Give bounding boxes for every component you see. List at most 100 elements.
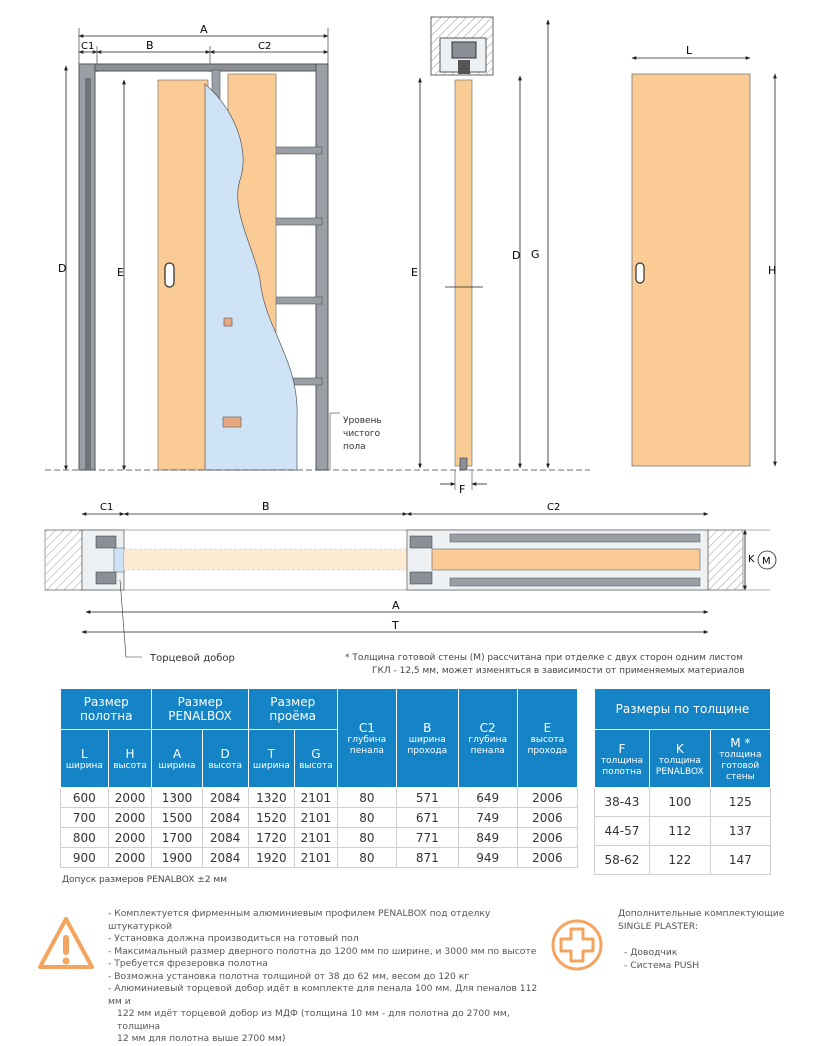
table-cell: 749 (457, 807, 518, 828)
label-h: H (768, 264, 776, 277)
label-c2-plan: C2 (547, 502, 560, 513)
note-item: 122 мм идёт торцевой добор из МДФ (толщи… (117, 1008, 510, 1032)
table-cell: 2084 (201, 827, 249, 848)
table-cell: 2101 (294, 847, 338, 868)
table-cell: 2084 (201, 807, 249, 828)
table-cell: 600 (60, 787, 109, 808)
label-c2: C2 (258, 41, 271, 52)
label-g: G (531, 248, 540, 261)
table-cell: 58-62 (594, 845, 650, 875)
table-cell: 649 (457, 787, 518, 808)
table-cell: 2084 (201, 787, 249, 808)
extras-item: - Доводчик (624, 947, 678, 958)
plan-view: C1 B C2 K M A T Торцевой добор (44, 500, 777, 676)
table-cell: 125 (709, 787, 772, 817)
note-item: 12 мм для полотна выше 2700 мм) (117, 1033, 286, 1044)
table-cell: 949 (457, 847, 518, 868)
extras-title: Дополнительные комплектующие (618, 908, 785, 919)
extras-block: Дополнительные комплектующие SINGLE PLAS… (618, 908, 818, 972)
header-m: M *толщина готовой стены (709, 729, 772, 788)
note-item: - Алюминиевый торцевой добор идёт в комп… (108, 983, 538, 1007)
table-cell: 1720 (247, 827, 296, 848)
table-cell: 671 (395, 807, 459, 828)
tolerance-note: Допуск размеров PENALBOX ±2 мм (62, 875, 227, 885)
label-d-side: D (512, 249, 520, 262)
table-cell: 1320 (247, 787, 296, 808)
table-cell: 2000 (107, 807, 153, 828)
table-cell: 38-43 (594, 787, 650, 817)
penalbox-size-table: Размер полотна Размер PENALBOX Размер пр… (59, 688, 579, 868)
table-cell: 849 (457, 827, 518, 848)
label-c1: C1 (81, 41, 94, 52)
table-cell: 2101 (294, 807, 338, 828)
label-t: T (391, 619, 399, 632)
table-cell: 2006 (516, 807, 579, 828)
table-cell: 571 (395, 787, 459, 808)
label-l: L (686, 44, 693, 57)
note-item: - Максимальный размер дверного полотна д… (108, 945, 537, 957)
table-cell: 1920 (247, 847, 296, 868)
extras-subtitle: SINGLE PLASTER: (618, 920, 698, 932)
table-cell: 80 (336, 827, 397, 848)
table-cell: 122 (648, 845, 711, 875)
warning-icon (38, 917, 94, 969)
note-item: - Требуется фрезеровка полотна (108, 958, 268, 969)
label-k: K (748, 554, 755, 565)
label-c1-plan: C1 (100, 502, 113, 513)
label-m: M (762, 556, 771, 567)
table-cell: 80 (336, 847, 397, 868)
table-cell: 1300 (151, 787, 203, 808)
table-cell: 1520 (247, 807, 296, 828)
header-door-size: Размер полотна (59, 688, 153, 730)
table-cell: 700 (60, 807, 109, 828)
table-cell: 800 (60, 827, 109, 848)
table-cell: 900 (60, 847, 109, 868)
label-a: A (200, 23, 208, 36)
table-cell: 1500 (151, 807, 203, 828)
extras-item: - Система PUSH (624, 959, 700, 971)
table-cell: 1900 (151, 847, 203, 868)
label-d: D (58, 262, 66, 275)
header-opening-size: Размер проёма (247, 688, 338, 730)
front-view: A C1 B C2 D E (45, 23, 590, 471)
label-b-plan: B (262, 500, 270, 513)
label-f: F (459, 483, 465, 496)
table-cell: 771 (395, 827, 459, 848)
label-b: B (146, 39, 154, 52)
end-board-label: Торцевой добор (149, 653, 235, 664)
header-penalbox-size: Размер PENALBOX (151, 688, 249, 730)
table-cell: 112 (648, 816, 711, 846)
note-item: - Возможна установка полотна толщиной от… (108, 970, 470, 982)
table-cell: 2000 (107, 787, 153, 808)
table-cell: 80 (336, 787, 397, 808)
note-item: - Установка должна производиться на гото… (108, 933, 359, 944)
table-cell: 1700 (151, 827, 203, 848)
table-cell: 2101 (294, 787, 338, 808)
table-cell: 2000 (107, 847, 153, 868)
table-cell: 44-57 (594, 816, 650, 846)
installation-notes: - Комплектуется фирменным алюминиевым пр… (108, 908, 538, 1046)
table-cell: 871 (395, 847, 459, 868)
table-cell: 147 (709, 845, 772, 875)
label-e-front: E (117, 266, 124, 279)
wall-thickness-note: * Толщина готовой стены (M) рассчитана п… (345, 653, 746, 676)
table-cell: 2000 (107, 827, 153, 848)
note-item: - Комплектуется фирменным алюминиевым пр… (108, 908, 491, 932)
plus-icon (551, 919, 603, 971)
table-cell: 2101 (294, 827, 338, 848)
thickness-table-title: Размеры по толщине (594, 688, 771, 730)
